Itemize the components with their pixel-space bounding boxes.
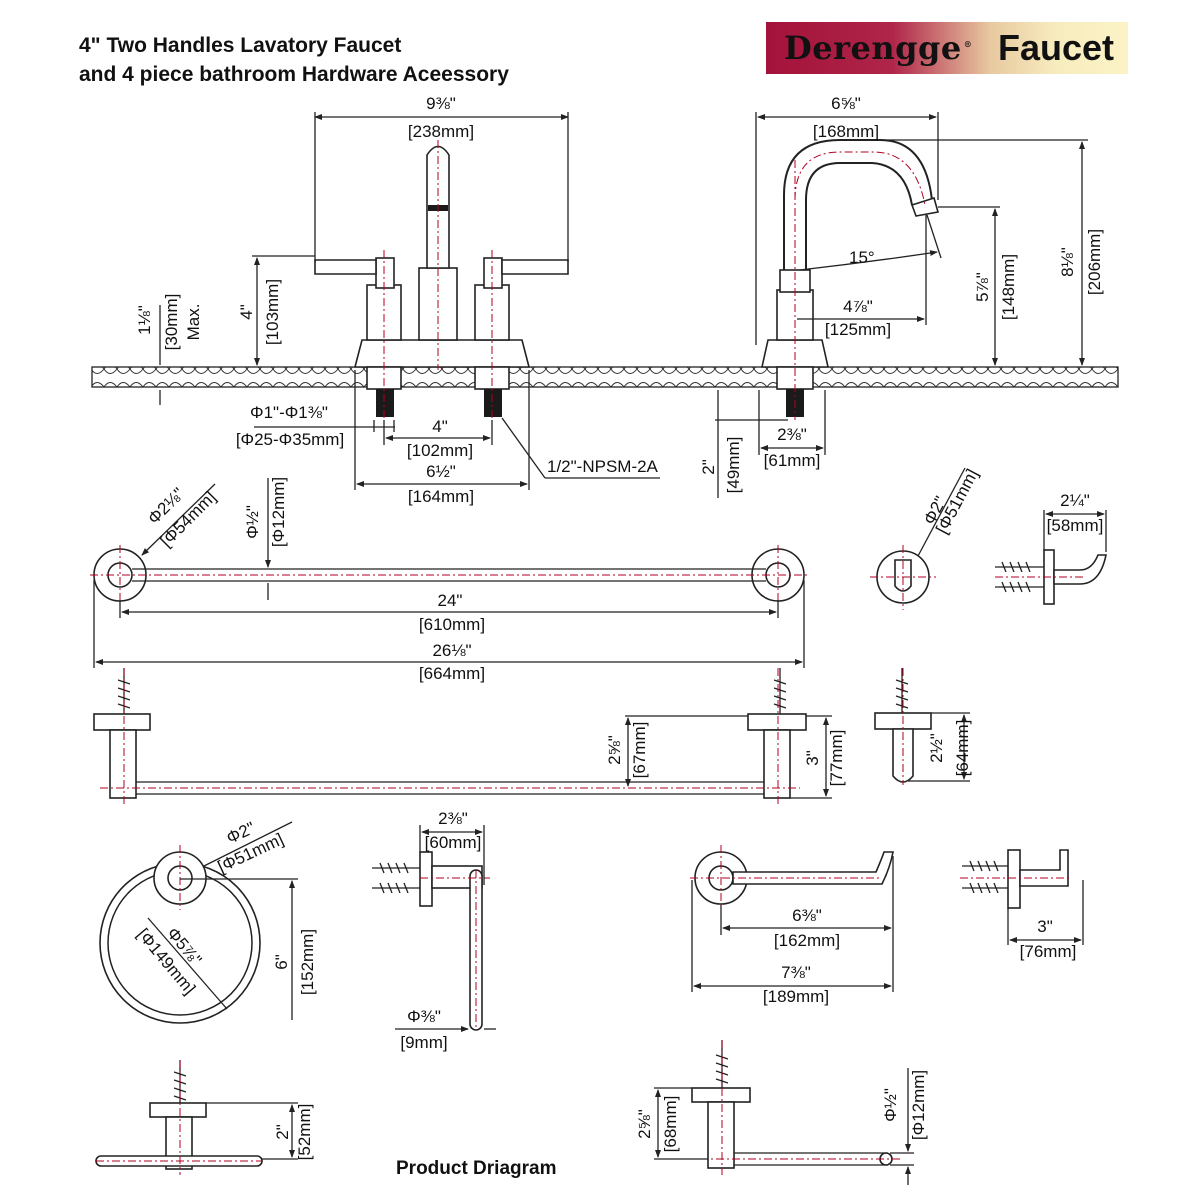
dim-deck-thickness-note: Max. (184, 304, 203, 341)
dim-ph-arm-in: 6⅜" (792, 906, 822, 925)
dim-ph-proj-in: 2⅝" (635, 1109, 654, 1139)
dim-ring-proj-mm: [60mm] (425, 833, 482, 852)
dim-hook-height-in: 2½" (927, 733, 946, 763)
dim-deck-thickness-in: 1⅛" (135, 305, 154, 335)
countertop (91, 366, 1119, 388)
dim-ph-rod-in: Φ½" (881, 1088, 900, 1122)
dim-shank-length-in: 2" (699, 459, 718, 475)
dim-spout-center-mm: [125mm] (825, 320, 891, 339)
thread-spec: 1/2"-NPSM-2A (547, 457, 659, 476)
dim-shank-length-mm: [49mm] (724, 437, 743, 494)
dim-ph-overall-in: 7⅜" (781, 963, 811, 982)
dim-bar-overall-in: 26⅛" (432, 641, 471, 660)
dim-bar-proj-center-in: 2⅝" (605, 735, 624, 765)
dim-overall-width-mm: [238mm] (408, 122, 474, 141)
dim-ring-rod-mm: [9mm] (400, 1033, 447, 1052)
dim-bar-dia-mm: [Φ12mm] (269, 477, 288, 547)
dim-hole-dia-in: Φ1"-Φ1⅜" (250, 403, 328, 422)
brand-banner: Derengge® Faucet (766, 22, 1128, 74)
paper-holder-side: 3" [76mm] (960, 849, 1084, 961)
dim-ring-side-proj-in: 2" (273, 1124, 292, 1140)
faucet-front-view: 9⅜" [238mm] 4" [103mm] 1⅛" [30mm] Max. Φ… (91, 94, 1119, 506)
dim-total-height-mm: [206mm] (1085, 229, 1104, 295)
diagram-caption: Product Driagram (396, 1158, 557, 1179)
dim-hook-proj-in: 2¼" (1060, 491, 1090, 510)
dim-handle-height-mm: [103mm] (263, 279, 282, 345)
dim-base-depth-in: 2⅜" (777, 425, 807, 444)
dim-ph-proj-mm: [68mm] (661, 1096, 680, 1153)
dim-base-depth-mm: [61mm] (764, 451, 821, 470)
dim-bar-overall-mm: [664mm] (419, 664, 485, 683)
dim-bar-dia-in: Φ½" (243, 505, 262, 539)
dim-spout-center-in: 4⅞" (843, 297, 873, 316)
faucet-side-view: 6⅝" [168mm] 15° 4⅞" [125mm] 5⅞" [148mm] … (699, 94, 1104, 498)
dim-bar-proj-center-mm: [67mm] (630, 722, 649, 779)
dim-swivel-angle: 15° (849, 248, 875, 267)
dim-deck-thickness-mm: [30mm] (162, 294, 181, 351)
dim-ph-arm-mm: [162mm] (774, 931, 840, 950)
dim-spout-height-mm: [148mm] (999, 254, 1018, 320)
dim-ph-side-mm: [76mm] (1020, 942, 1077, 961)
left-handle-lever (314, 259, 377, 275)
towel-ring-bottom: 2" [52mm] (95, 1060, 314, 1175)
title-line-2: and 4 piece bathroom Hardware Aceessory (79, 63, 509, 86)
dim-base-width-in: 6½" (426, 462, 456, 481)
dim-ph-side-in: 3" (1037, 917, 1053, 936)
right-handle-lever (501, 259, 569, 275)
paper-holder-bottom: 2⅝" [68mm] Φ½" [Φ12mm] (635, 1040, 928, 1185)
paper-holder: 6⅜" [162mm] 7⅜" [189mm] (690, 845, 894, 1006)
dim-ring-drop-in: 6" (272, 954, 291, 970)
dim-bar-center-mm: [610mm] (419, 615, 485, 634)
towel-ring: Φ2" [Φ51mm] Φ5⅞" [Φ149mm] 6" [152mm] (99, 818, 317, 1024)
dim-total-height-in: 8⅛" (1058, 247, 1077, 277)
dim-bar-proj-total-mm: [77mm] (827, 730, 846, 787)
dim-spout-reach-in: 6⅝" (831, 94, 861, 113)
dim-overall-width-in: 9⅜" (426, 94, 456, 113)
dim-ph-overall-mm: [189mm] (763, 987, 829, 1006)
dim-spout-reach-mm: [168mm] (813, 122, 879, 141)
dim-hole-dia-mm: [Φ25-Φ35mm] (236, 430, 344, 449)
dim-hook-height-mm: [64mm] (953, 720, 972, 777)
dim-center-spread-in: 4" (432, 417, 448, 436)
dim-center-spread-mm: [102mm] (407, 441, 473, 460)
dim-hook-proj-mm: [58mm] (1047, 516, 1104, 535)
dim-handle-height-in: 4" (237, 304, 256, 320)
dim-spout-height-in: 5⅞" (973, 272, 992, 302)
brand-product: Faucet (997, 27, 1114, 68)
towel-bar-side: 2⅝" [67mm] 3" [77mm] (93, 668, 846, 805)
dim-ring-rod-in: Φ⅜" (407, 1007, 441, 1026)
brand-name: Derengge® (784, 29, 973, 67)
title-line-1: 4" Two Handles Lavatory Faucet (79, 34, 402, 57)
towel-ring-side: 2⅜" [60mm] Φ⅜" [9mm] (372, 809, 496, 1052)
dim-ph-rod-mm: [Φ12mm] (909, 1070, 928, 1140)
dim-base-width-mm: [164mm] (408, 487, 474, 506)
dim-ring-drop-mm: [152mm] (298, 929, 317, 995)
faucet-base (353, 339, 531, 368)
dim-ring-side-proj-mm: [52mm] (295, 1104, 314, 1161)
towel-bar-front: Φ2⅛" [Φ54mm] Φ½" [Φ12mm] 24" [610mm] 26⅛… (90, 477, 810, 683)
dim-ring-proj-in: 2⅜" (438, 809, 468, 828)
dim-bar-center-in: 24" (438, 591, 463, 610)
dim-bar-proj-total-in: 3" (803, 750, 822, 766)
robe-hook: Φ2" [Φ51mm] 2¼" [58mm] 2½" [64mm] (870, 466, 1107, 785)
